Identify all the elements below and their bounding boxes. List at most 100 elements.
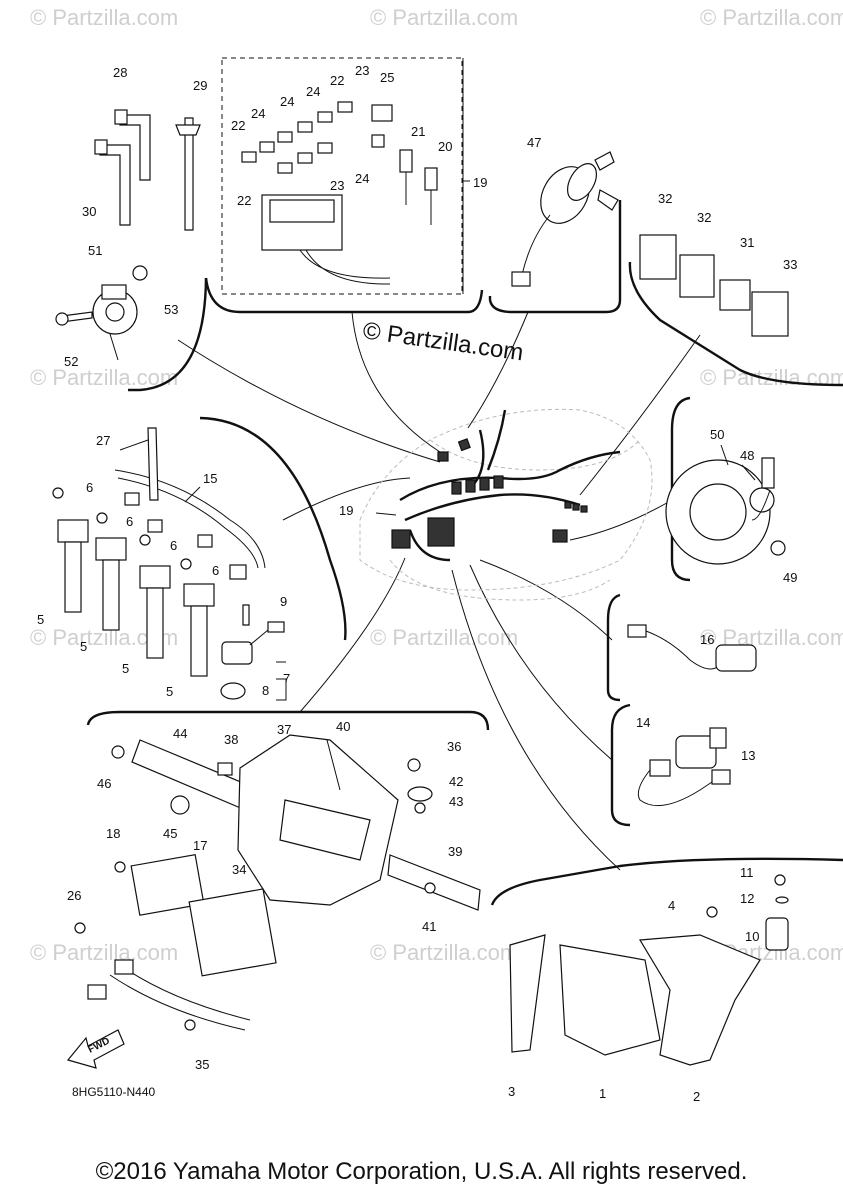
callout-17: 17: [193, 838, 207, 853]
watermark: © Partzilla.com: [700, 5, 843, 30]
ignition-coils: [52, 427, 285, 700]
callout-39: 39: [448, 844, 462, 859]
callout-6: 6: [212, 563, 219, 578]
callout-22: 22: [231, 118, 245, 133]
callout-6: 6: [86, 480, 93, 495]
callout-23: 23: [355, 63, 369, 78]
callout-44: 44: [173, 726, 187, 741]
ecu-bracket-assembly: [74, 734, 481, 1031]
watermark: © Partzilla.com: [370, 940, 518, 965]
callout-37: 37: [277, 722, 291, 737]
coil: [95, 537, 127, 631]
callout-33: 33: [783, 257, 797, 272]
callout-27: 27: [96, 433, 110, 448]
callout-1: 1: [599, 1086, 606, 1101]
callout-7: 7: [283, 671, 290, 686]
callout-2: 2: [693, 1089, 700, 1104]
leader-lines: [177, 311, 701, 871]
callout-leaders: [119, 58, 756, 701]
callout-31: 31: [740, 235, 754, 250]
callout-20: 20: [438, 139, 452, 154]
callout-28: 28: [113, 65, 127, 80]
callout-24: 24: [306, 84, 320, 99]
sensor-16: [627, 624, 757, 672]
coil: [139, 565, 171, 659]
callout-43: 43: [449, 794, 463, 809]
callouts: 1 2 3 4 5 5 5 5 6 6 6 6 7 8 9 10 11 12 1…: [37, 63, 797, 1104]
callout-38: 38: [224, 732, 238, 747]
sensor-51: [55, 265, 148, 361]
callout-25: 25: [380, 70, 394, 85]
sensor-13-14: [637, 727, 731, 807]
fuse-box-assembly: [241, 101, 438, 285]
callout-26: 26: [67, 888, 81, 903]
callout-4: 4: [668, 898, 675, 913]
callout-24: 24: [280, 94, 294, 109]
callout-46: 46: [97, 776, 111, 791]
pickup-rotor: [665, 457, 786, 565]
callout-52: 52: [64, 354, 78, 369]
watermark: © Partzilla.com: [30, 5, 178, 30]
callout-32: 32: [697, 210, 711, 225]
callout-34: 34: [232, 862, 246, 877]
callout-35: 35: [195, 1057, 209, 1072]
callout-48: 48: [740, 448, 754, 463]
callout-5: 5: [37, 612, 44, 627]
watermark: © Partzilla.com: [700, 365, 843, 390]
callout-24: 24: [355, 171, 369, 186]
callout-53: 53: [164, 302, 178, 317]
panel-borders: [86, 57, 843, 906]
callout-24: 24: [251, 106, 265, 121]
diagram-code: 8HG5110-N440: [72, 1085, 155, 1099]
main-wire-harness: [359, 408, 653, 601]
callout-22: 22: [330, 73, 344, 88]
coil: [183, 583, 215, 677]
cable-clamps: [94, 109, 201, 231]
callout-51: 51: [88, 243, 102, 258]
watermark: © Partzilla.com: [30, 365, 178, 390]
copyright-footer: ©2016 Yamaha Motor Corporation, U.S.A. A…: [95, 1158, 748, 1185]
callout-19: 19: [473, 175, 487, 190]
callout-14: 14: [636, 715, 650, 730]
callout-5: 5: [166, 684, 173, 699]
watermark: © Partzilla.com: [370, 625, 518, 650]
callout-13: 13: [741, 748, 755, 763]
callout-23: 23: [330, 178, 344, 193]
watermark: © Partzilla.com: [370, 5, 518, 30]
callout-21: 21: [411, 124, 425, 139]
callout-42: 42: [449, 774, 463, 789]
callout-19: 19: [339, 503, 353, 518]
callout-22: 22: [237, 193, 251, 208]
coil: [57, 519, 89, 613]
callout-49: 49: [783, 570, 797, 585]
callout-10: 10: [745, 929, 759, 944]
watermark: © Partzilla.com: [30, 940, 178, 965]
relays: [639, 234, 789, 337]
main-switch: [511, 151, 619, 287]
callout-6: 6: [170, 538, 177, 553]
callout-5: 5: [122, 661, 129, 676]
callout-41: 41: [422, 919, 436, 934]
callout-15: 15: [203, 471, 217, 486]
watermark-center: © Partzilla.com: [361, 317, 525, 366]
fwd-arrow: FWD: [66, 1029, 125, 1069]
callout-18: 18: [106, 826, 120, 841]
callout-5: 5: [80, 639, 87, 654]
callout-30: 30: [82, 204, 96, 219]
callout-3: 3: [508, 1084, 515, 1099]
callout-45: 45: [163, 826, 177, 841]
callout-47: 47: [527, 135, 541, 150]
callout-6: 6: [126, 514, 133, 529]
callout-32: 32: [658, 191, 672, 206]
callout-8: 8: [262, 683, 269, 698]
ecu-unit: [509, 874, 789, 1066]
callout-50: 50: [710, 427, 724, 442]
callout-12: 12: [740, 891, 754, 906]
callout-9: 9: [280, 594, 287, 609]
callout-11: 11: [740, 865, 754, 880]
callout-40: 40: [336, 719, 350, 734]
callout-16: 16: [700, 632, 714, 647]
callout-36: 36: [447, 739, 461, 754]
callout-29: 29: [193, 78, 207, 93]
